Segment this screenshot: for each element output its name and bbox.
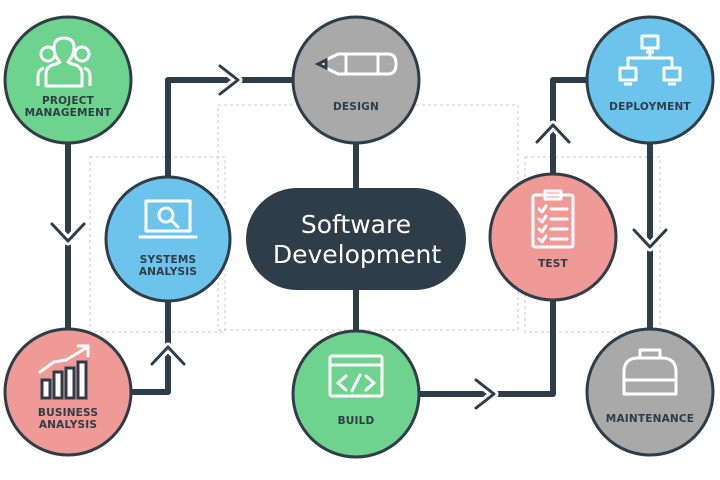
code-window-icon (328, 354, 384, 398)
node-circle (104, 175, 232, 303)
bar-chart-icon (38, 344, 90, 400)
pencil-icon (314, 52, 398, 76)
node-design: DESIGN (291, 15, 421, 145)
node-label-test-0: TEST (538, 258, 568, 270)
arrow-right-bottom-icon (471, 375, 499, 413)
node-label-maintenance-0: MAINTENANCE (606, 413, 694, 425)
node-label-design-0: DESIGN (333, 101, 379, 113)
connector-business-to-systems (127, 297, 171, 395)
node-label-systems-analysis-0: SYSTEMS (140, 254, 196, 266)
node-label-deployment-0: DEPLOYMENT (609, 101, 691, 113)
node-circle (3, 15, 133, 145)
people-icon (36, 36, 92, 88)
connector-build-to-test (417, 299, 556, 397)
connector-test-to-deployment (550, 77, 591, 175)
node-label-project-management-1: MANAGEMENT (25, 107, 112, 119)
node-label-business-analysis-1: ANALYSIS (39, 419, 97, 431)
connector-systems-to-design (165, 77, 295, 181)
arrow-up-left-icon (147, 342, 189, 369)
node-label-build-0: BUILD (338, 415, 375, 427)
nodes: PROJECTMANAGEMENTSYSTEMSANALYSISBUSINESS… (3, 15, 715, 459)
node-circle (488, 172, 618, 302)
connectors (65, 77, 653, 397)
checklist-icon (531, 189, 575, 249)
toolbox-icon (622, 348, 678, 396)
node-circle (585, 15, 715, 145)
node-test: TEST (488, 172, 618, 302)
network-icon (618, 34, 682, 86)
node-circle (291, 15, 421, 145)
node-maintenance: MAINTENANCE (585, 327, 715, 457)
center-title-line1: Software (301, 210, 411, 239)
dashed-frame-right (524, 156, 661, 333)
node-label-business-analysis-0: BUSINESS (38, 407, 98, 419)
arrow-down-right-icon (629, 225, 671, 252)
node-circle (291, 329, 421, 459)
laptop-search-icon (138, 199, 198, 239)
node-circle (585, 327, 715, 457)
node-build: BUILD (291, 329, 421, 459)
arrow-down-left-icon (47, 219, 89, 246)
arrow-up-right-icon (532, 120, 574, 147)
node-label-project-management-0: PROJECT (42, 95, 95, 107)
center-pill: Software Development (246, 188, 466, 290)
node-deployment: DEPLOYMENT (585, 15, 715, 145)
node-label-systems-analysis-1: ANALYSIS (139, 266, 197, 278)
arrows (47, 61, 671, 413)
center-title-line2: Development (273, 240, 441, 269)
arrow-right-top-icon (215, 61, 243, 99)
